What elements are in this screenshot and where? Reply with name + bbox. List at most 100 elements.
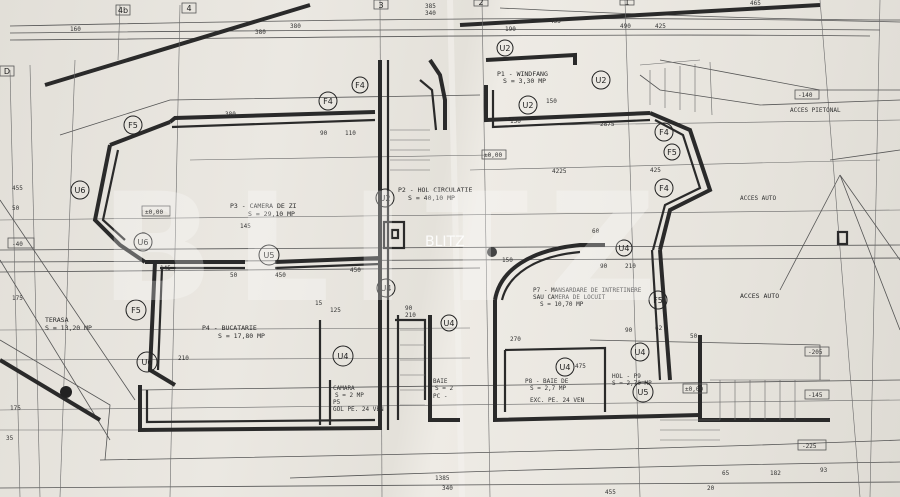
- stairs: [390, 59, 830, 441]
- dimension-value: 455: [12, 185, 23, 192]
- level-mark: -225: [802, 443, 817, 450]
- room-area: S = 17,80 MP: [218, 332, 265, 340]
- dimension-value: 182: [770, 470, 781, 477]
- paper-fold: [447, 0, 465, 497]
- dimension-value: 340: [425, 10, 436, 17]
- dimension-value: 110: [345, 130, 356, 137]
- element-tag: F5: [128, 121, 138, 130]
- dimension-value: 90: [625, 327, 633, 334]
- dimension-value: 65: [722, 470, 730, 477]
- watermark-logo: BLITZ: [100, 162, 677, 336]
- dimension-values: 160 380 380 380 90 110 455 490 425 465 1…: [6, 0, 828, 496]
- room-area: S = 13,20 MP: [45, 324, 92, 332]
- level-mark: -145: [808, 392, 823, 399]
- grid-axes: 4b 4 3 2 1 D: [0, 0, 635, 77]
- element-tag: F4: [323, 97, 333, 106]
- dimension-value: 270: [510, 336, 521, 343]
- room-name: P2 - HOL CIRCULATIE: [398, 186, 472, 194]
- dimension-value: 90: [600, 263, 608, 270]
- room-area: S = 40,10 MP: [408, 194, 455, 202]
- room-area: S = 29,10 MP: [248, 210, 295, 218]
- dimension-value: 450: [350, 267, 361, 274]
- dimension-value: 490: [620, 23, 631, 30]
- element-tag: U2: [500, 44, 511, 53]
- dimension-value: 450: [275, 272, 286, 279]
- element-tag: U6: [142, 358, 153, 367]
- element-tag: U6: [75, 186, 86, 195]
- access-label: ACCES AUTO: [740, 292, 779, 300]
- element-tag: F5: [667, 148, 677, 157]
- dimension-value: 4225: [552, 168, 567, 175]
- axis-label: 1: [624, 0, 629, 7]
- dimension-value: 210: [405, 312, 416, 319]
- dimension-value: 90: [405, 305, 413, 312]
- dimension-value: 145: [240, 223, 251, 230]
- dimension-value: 380: [225, 111, 236, 118]
- axis-label: 4b: [118, 6, 128, 15]
- element-tag: U2: [596, 76, 607, 85]
- room-area: S = 2,70 MP: [612, 380, 652, 387]
- element-tag: U4: [635, 348, 646, 357]
- access-label: ACCES PIETONAL: [790, 107, 841, 114]
- dimension-value: 90: [320, 130, 328, 137]
- dimension-value: 62: [655, 325, 663, 332]
- dimension-value: 50: [230, 272, 238, 279]
- dimension-value: 465: [750, 0, 761, 7]
- axis-label: 4: [186, 4, 191, 13]
- room-area: S = 3,30 MP: [503, 77, 546, 85]
- room-name: P4 - BUCATARIE: [202, 324, 257, 332]
- axis-label: 2: [478, 0, 483, 7]
- dimension-value: 210: [625, 263, 636, 270]
- room-note: PC -: [433, 393, 447, 400]
- element-tags: U2 U2 U2 U2 U5 U4 U4 U4 U4 U4 U4 U5 U6 U…: [70, 39, 681, 403]
- element-tag: F4: [659, 184, 669, 193]
- element-tag: U4: [338, 352, 349, 361]
- element-tag: U2: [523, 101, 534, 110]
- element-tag: U4: [381, 284, 392, 293]
- room-area: S = 2 MP: [335, 392, 364, 399]
- dimension-value: 60: [592, 228, 600, 235]
- axis-label: 3: [378, 1, 383, 10]
- dimension-value: 15: [315, 300, 323, 307]
- room-area: S = 2,7 MP: [530, 385, 567, 392]
- room-name: P8 - BAIE DE: [525, 378, 569, 385]
- dimension-value: 380: [255, 29, 266, 36]
- level-mark: -140: [798, 92, 813, 99]
- watermark-text: BLITZ: [425, 234, 465, 250]
- dimension-value: 93: [820, 467, 828, 474]
- element-tag: F4: [659, 128, 669, 137]
- dimension-value: 35: [6, 435, 14, 442]
- access-label: ACCES AUTO: [740, 195, 777, 202]
- room-name: P3 - CAMERA DE ZI: [230, 202, 297, 210]
- room-name: TERASA: [45, 316, 69, 324]
- level-mark: -40: [12, 241, 23, 248]
- room-note: P5: [333, 399, 341, 406]
- dimension-value: 425: [650, 167, 661, 174]
- dimension-value: 1385: [435, 475, 450, 482]
- dimension-value: 455: [605, 489, 616, 496]
- dimension-value: 150: [546, 98, 557, 105]
- room-area: S = 2: [435, 385, 453, 392]
- dimension-value: 210: [178, 355, 189, 362]
- dimension-value: 160: [70, 26, 81, 33]
- axis-label: D: [4, 67, 10, 76]
- dimension-value: 190: [505, 26, 516, 33]
- dimension-value: 50: [690, 333, 698, 340]
- dimension-value: 20: [707, 485, 715, 492]
- element-tag: U4: [619, 244, 630, 253]
- element-tag: F4: [355, 81, 365, 90]
- dimension-value: 380: [290, 23, 301, 30]
- element-tag: U4: [444, 319, 455, 328]
- level-mark: ±0,00: [484, 152, 502, 159]
- dimension-value: 150: [502, 257, 513, 264]
- annotations: ACCES PIETONAL ACCES AUTO ACCES AUTO ±0,…: [7, 89, 849, 451]
- level-mark: ±0,00: [145, 209, 163, 216]
- dimension-value: 2875: [600, 121, 615, 128]
- dimension-value: 385: [425, 3, 436, 10]
- dimension-value: 425: [655, 23, 666, 30]
- element-tag: U6: [138, 238, 149, 247]
- dimension-value: 50: [12, 205, 20, 212]
